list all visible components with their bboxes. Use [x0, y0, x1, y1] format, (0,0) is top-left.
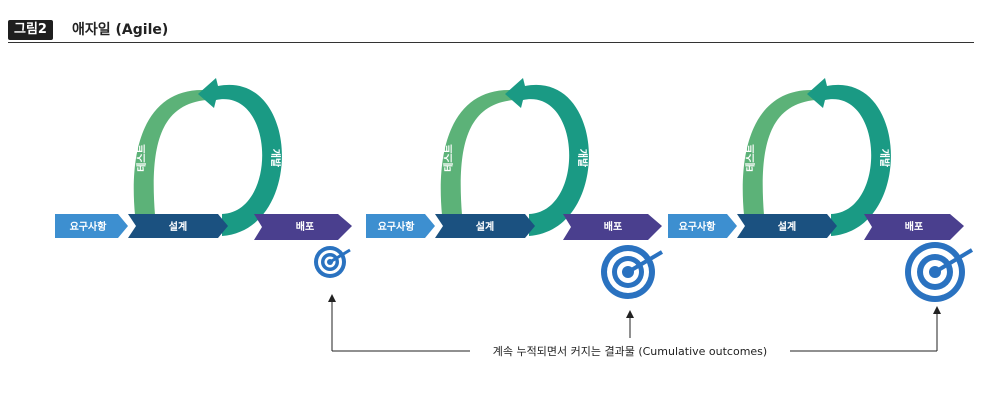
requirements-arrow: [668, 214, 737, 238]
deploy-arrow: [563, 214, 662, 240]
cumulative-caption: 계속 누적되면서 커지는 결과물 (Cumulative outcomes): [493, 345, 767, 358]
design-label: 설계: [778, 220, 796, 233]
header-rule: [8, 42, 974, 43]
test-label: 테스트: [744, 144, 757, 172]
design-arrow: [435, 214, 535, 238]
deploy-arrow: [254, 214, 352, 240]
cumulative-connector: 계속 누적되면서 커지는 결과물 (Cumulative outcomes): [328, 294, 941, 358]
target-icon: [601, 245, 664, 299]
develop-arc: [198, 78, 282, 236]
target-icon: [314, 246, 351, 278]
deploy-label: 배포: [296, 220, 314, 233]
cycle-2: 요구사항 설계 배포 테스트 개발: [366, 78, 664, 299]
cycle-3: 요구사항 설계 배포 테스트 개발: [668, 78, 974, 302]
deploy-label: 배포: [604, 220, 622, 233]
develop-arc: [505, 78, 589, 236]
test-label: 테스트: [135, 144, 148, 172]
figure-title: 애자일 (Agile): [72, 22, 169, 38]
deploy-arrow: [864, 214, 964, 240]
develop-label: 개발: [576, 149, 589, 168]
test-arc: [742, 89, 816, 215]
figure-header: 그림2 애자일 (Agile): [8, 18, 974, 44]
target-icon: [905, 242, 974, 302]
design-label: 설계: [476, 220, 494, 233]
requirements-label: 요구사항: [70, 220, 108, 233]
design-arrow: [128, 214, 228, 238]
requirements-label: 요구사항: [378, 220, 416, 233]
requirements-arrow: [366, 214, 435, 238]
test-label: 테스트: [442, 144, 455, 172]
develop-arc: [807, 78, 891, 236]
test-arc: [133, 89, 207, 215]
develop-label: 개발: [878, 149, 891, 168]
requirements-label: 요구사항: [679, 220, 717, 233]
test-arc: [440, 89, 514, 215]
figure-number-badge: 그림2: [8, 20, 53, 40]
cycle-1: 요구사항 설계 배포 테스트 개발: [55, 78, 352, 278]
design-label: 설계: [169, 220, 187, 233]
design-arrow: [737, 214, 837, 238]
deploy-label: 배포: [905, 220, 923, 233]
requirements-arrow: [55, 214, 128, 238]
develop-label: 개발: [269, 149, 282, 168]
